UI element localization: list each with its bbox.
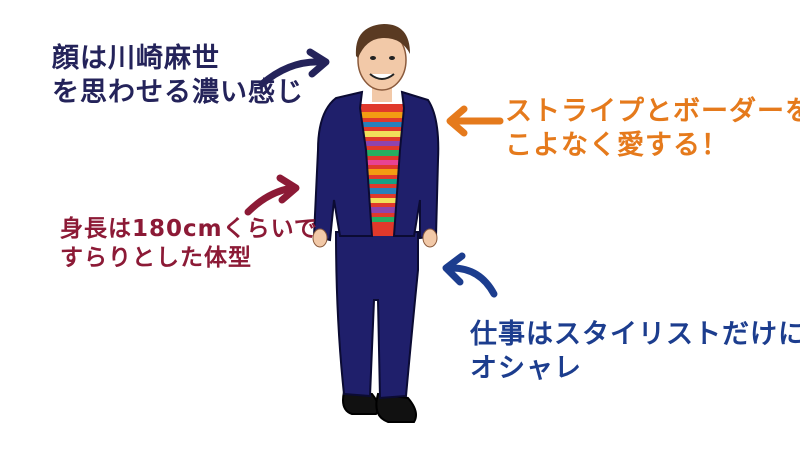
arrow-to-face [258,58,326,88]
right-shoe [375,392,417,423]
face-annotation-line2: を思わせる濃い感じ [52,76,304,108]
jacket-left [312,90,374,242]
arrow-to-face-head [306,48,330,78]
smile [369,73,395,80]
arrow-to-outfit [448,264,498,298]
right-hand [422,228,438,248]
job-annotation: 仕事はスタイリストだけに オシャレ [470,318,800,386]
height-annotation-line1: 身長は180cmくらいで [60,216,318,242]
stripe-annotation: ストライプとボーダーを こよなく愛する！ [505,95,800,163]
height-annotation-line2: すらりとした体型 [60,244,252,271]
job-annotation-line1: 仕事はスタイリストだけに [470,319,800,350]
height-annotation: 身長は180cmくらいで すらりとした体型 [60,215,318,273]
left-hand [312,228,328,248]
left-eye [370,56,376,60]
left-shoe [342,390,380,415]
arrow-to-shirt-head [446,105,468,137]
hair [355,24,410,58]
arrow-to-outfit-head [442,252,466,286]
face-annotation-line1: 顔は川崎麻世 [52,43,220,74]
job-annotation-line2: オシャレ [470,352,582,384]
jacket-right [392,90,440,240]
stripe-annotation-line2: こよなく愛する！ [505,129,729,161]
trousers [334,231,419,400]
face-annotation: 顔は川崎麻世 を思わせる濃い感じ [52,42,304,110]
arrow-to-body-head [276,174,300,204]
stripe-annotation-line1: ストライプとボーダーを [505,96,800,127]
right-eye [389,56,395,60]
arrow-to-body [244,184,296,216]
